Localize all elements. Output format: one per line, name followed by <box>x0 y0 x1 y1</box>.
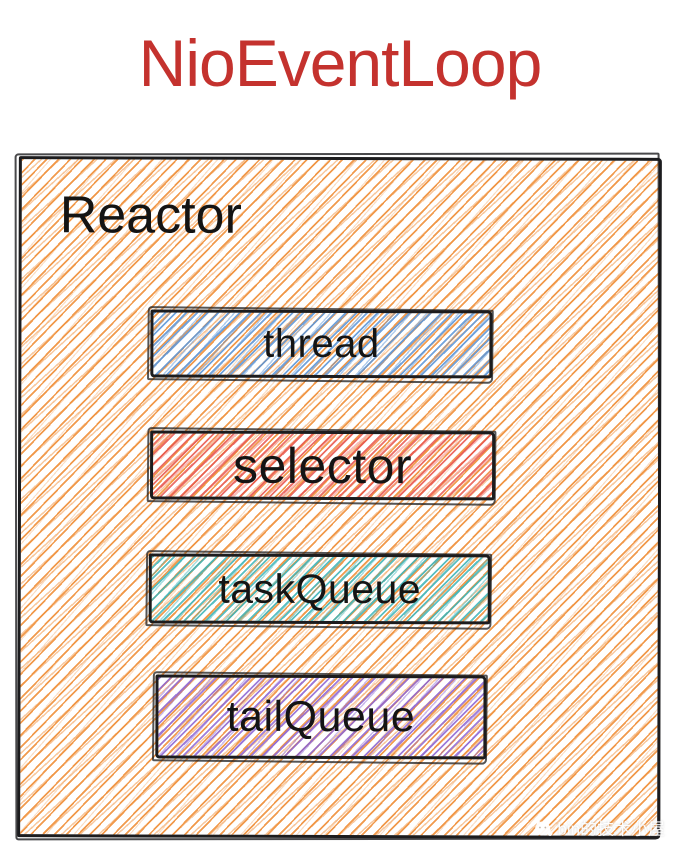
component-bar-tailqueue: tailQueue <box>155 674 487 760</box>
component-bar-selector: selector <box>149 430 496 501</box>
cat-logo-icon <box>533 818 553 836</box>
diagram-title: NioEventLoop <box>138 26 543 100</box>
component-bar-taskqueue: taskQueue <box>148 553 491 625</box>
tailqueue-label: tailQueue <box>226 692 416 741</box>
watermark-text: bin的技术小屋 <box>557 819 666 839</box>
component-bar-thread: thread <box>150 309 493 379</box>
reactor-container: Reactor thread selector taskQueue tailQu… <box>17 156 665 840</box>
thread-label: thread <box>263 321 380 366</box>
reactor-label: Reactor <box>59 186 242 245</box>
watermark: bin的技术小屋 <box>533 815 665 840</box>
taskqueue-label: taskQueue <box>218 565 422 612</box>
selector-label: selector <box>232 437 413 494</box>
